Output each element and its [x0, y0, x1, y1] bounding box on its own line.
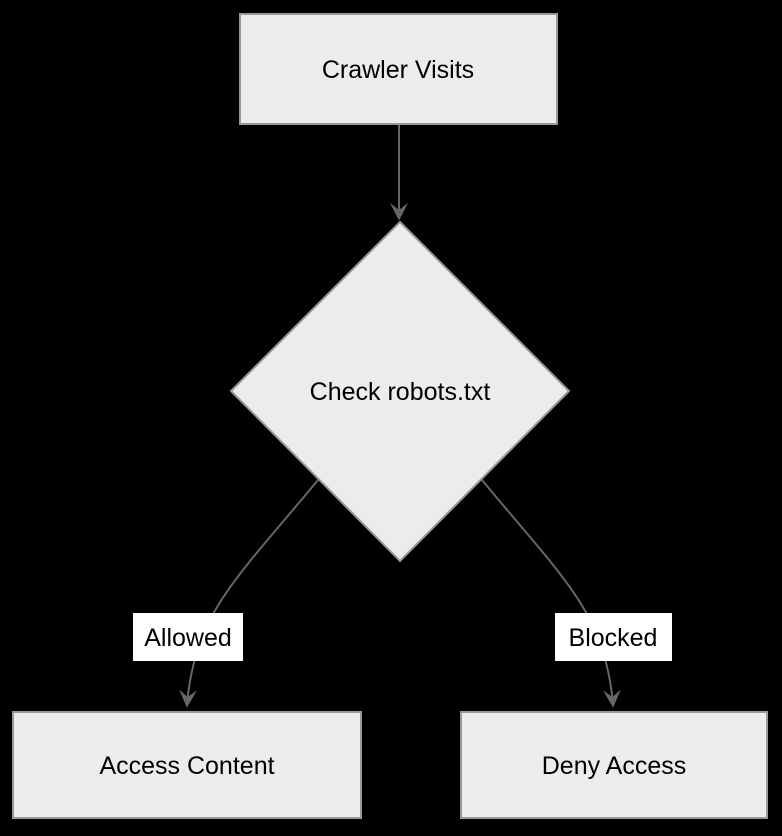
edge-check-to-access [179, 479, 319, 708]
edge-label-blocked: Blocked [555, 613, 672, 661]
node-crawler-visits-label: Crawler Visits [322, 56, 474, 84]
node-deny-access: Deny Access [460, 711, 768, 819]
node-access-content: Access Content [12, 711, 362, 819]
edge-check-to-deny [481, 479, 621, 708]
node-check-robots-label: Check robots.txt [310, 378, 491, 406]
node-crawler-visits: Crawler Visits [239, 13, 558, 125]
edge-label-allowed: Allowed [133, 613, 243, 661]
node-access-content-label: Access Content [99, 752, 274, 780]
node-deny-access-label: Deny Access [542, 752, 687, 780]
edge-label-blocked-text: Blocked [569, 624, 658, 652]
node-check-robots: Check robots.txt [229, 220, 571, 563]
edge-label-allowed-text: Allowed [144, 624, 232, 652]
